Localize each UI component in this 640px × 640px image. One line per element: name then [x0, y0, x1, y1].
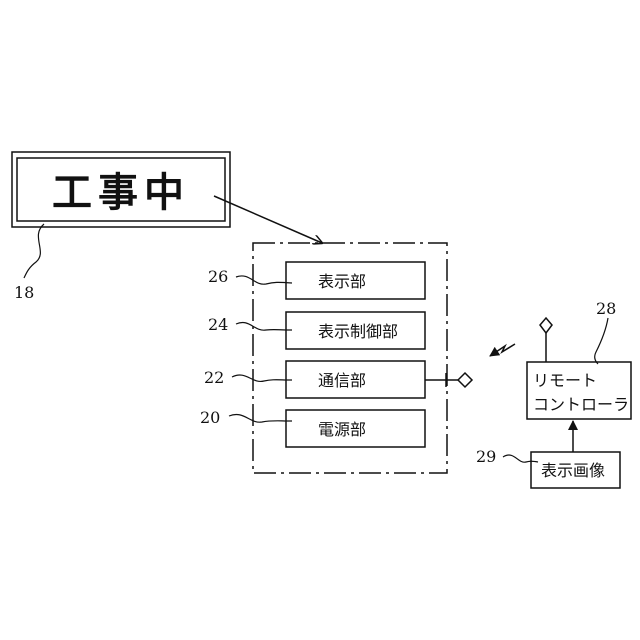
ref-22: 22	[204, 368, 224, 387]
leader-line-26	[236, 276, 292, 284]
block-display: 表示部	[286, 262, 425, 299]
construction-sign: 工事中	[12, 152, 230, 227]
block-power-label: 電源部	[318, 420, 366, 439]
device-antenna-icon	[458, 373, 472, 387]
ref-29: 29	[476, 447, 496, 466]
leader-line-22	[232, 375, 292, 381]
ref-18: 18	[14, 283, 34, 302]
display-image-label: 表示画像	[541, 461, 605, 480]
leader-line-28	[595, 318, 608, 364]
remote-antenna-icon	[540, 318, 552, 333]
display-image-box: 表示画像	[531, 452, 620, 488]
block-display-label: 表示部	[318, 272, 366, 291]
ref-24: 24	[208, 315, 228, 334]
block-display-control-label: 表示制御部	[318, 322, 398, 341]
remote-line2: コントローラ	[533, 395, 629, 414]
leader-line-18	[24, 224, 44, 278]
remote-controller: リモート コントローラ	[527, 362, 631, 419]
block-communication-label: 通信部	[318, 371, 366, 390]
ref-26: 26	[208, 267, 228, 286]
block-communication: 通信部	[286, 361, 425, 398]
block-power: 電源部	[286, 410, 425, 447]
ref-28: 28	[596, 299, 616, 318]
block-display-control: 表示制御部	[286, 312, 425, 349]
leader-line-24	[236, 322, 292, 330]
sign-text: 工事中	[52, 170, 190, 216]
leader-line-20	[229, 414, 292, 422]
ref-20: 20	[200, 408, 220, 427]
wireless-signal-icon	[490, 344, 515, 356]
remote-line1: リモート	[533, 371, 597, 390]
